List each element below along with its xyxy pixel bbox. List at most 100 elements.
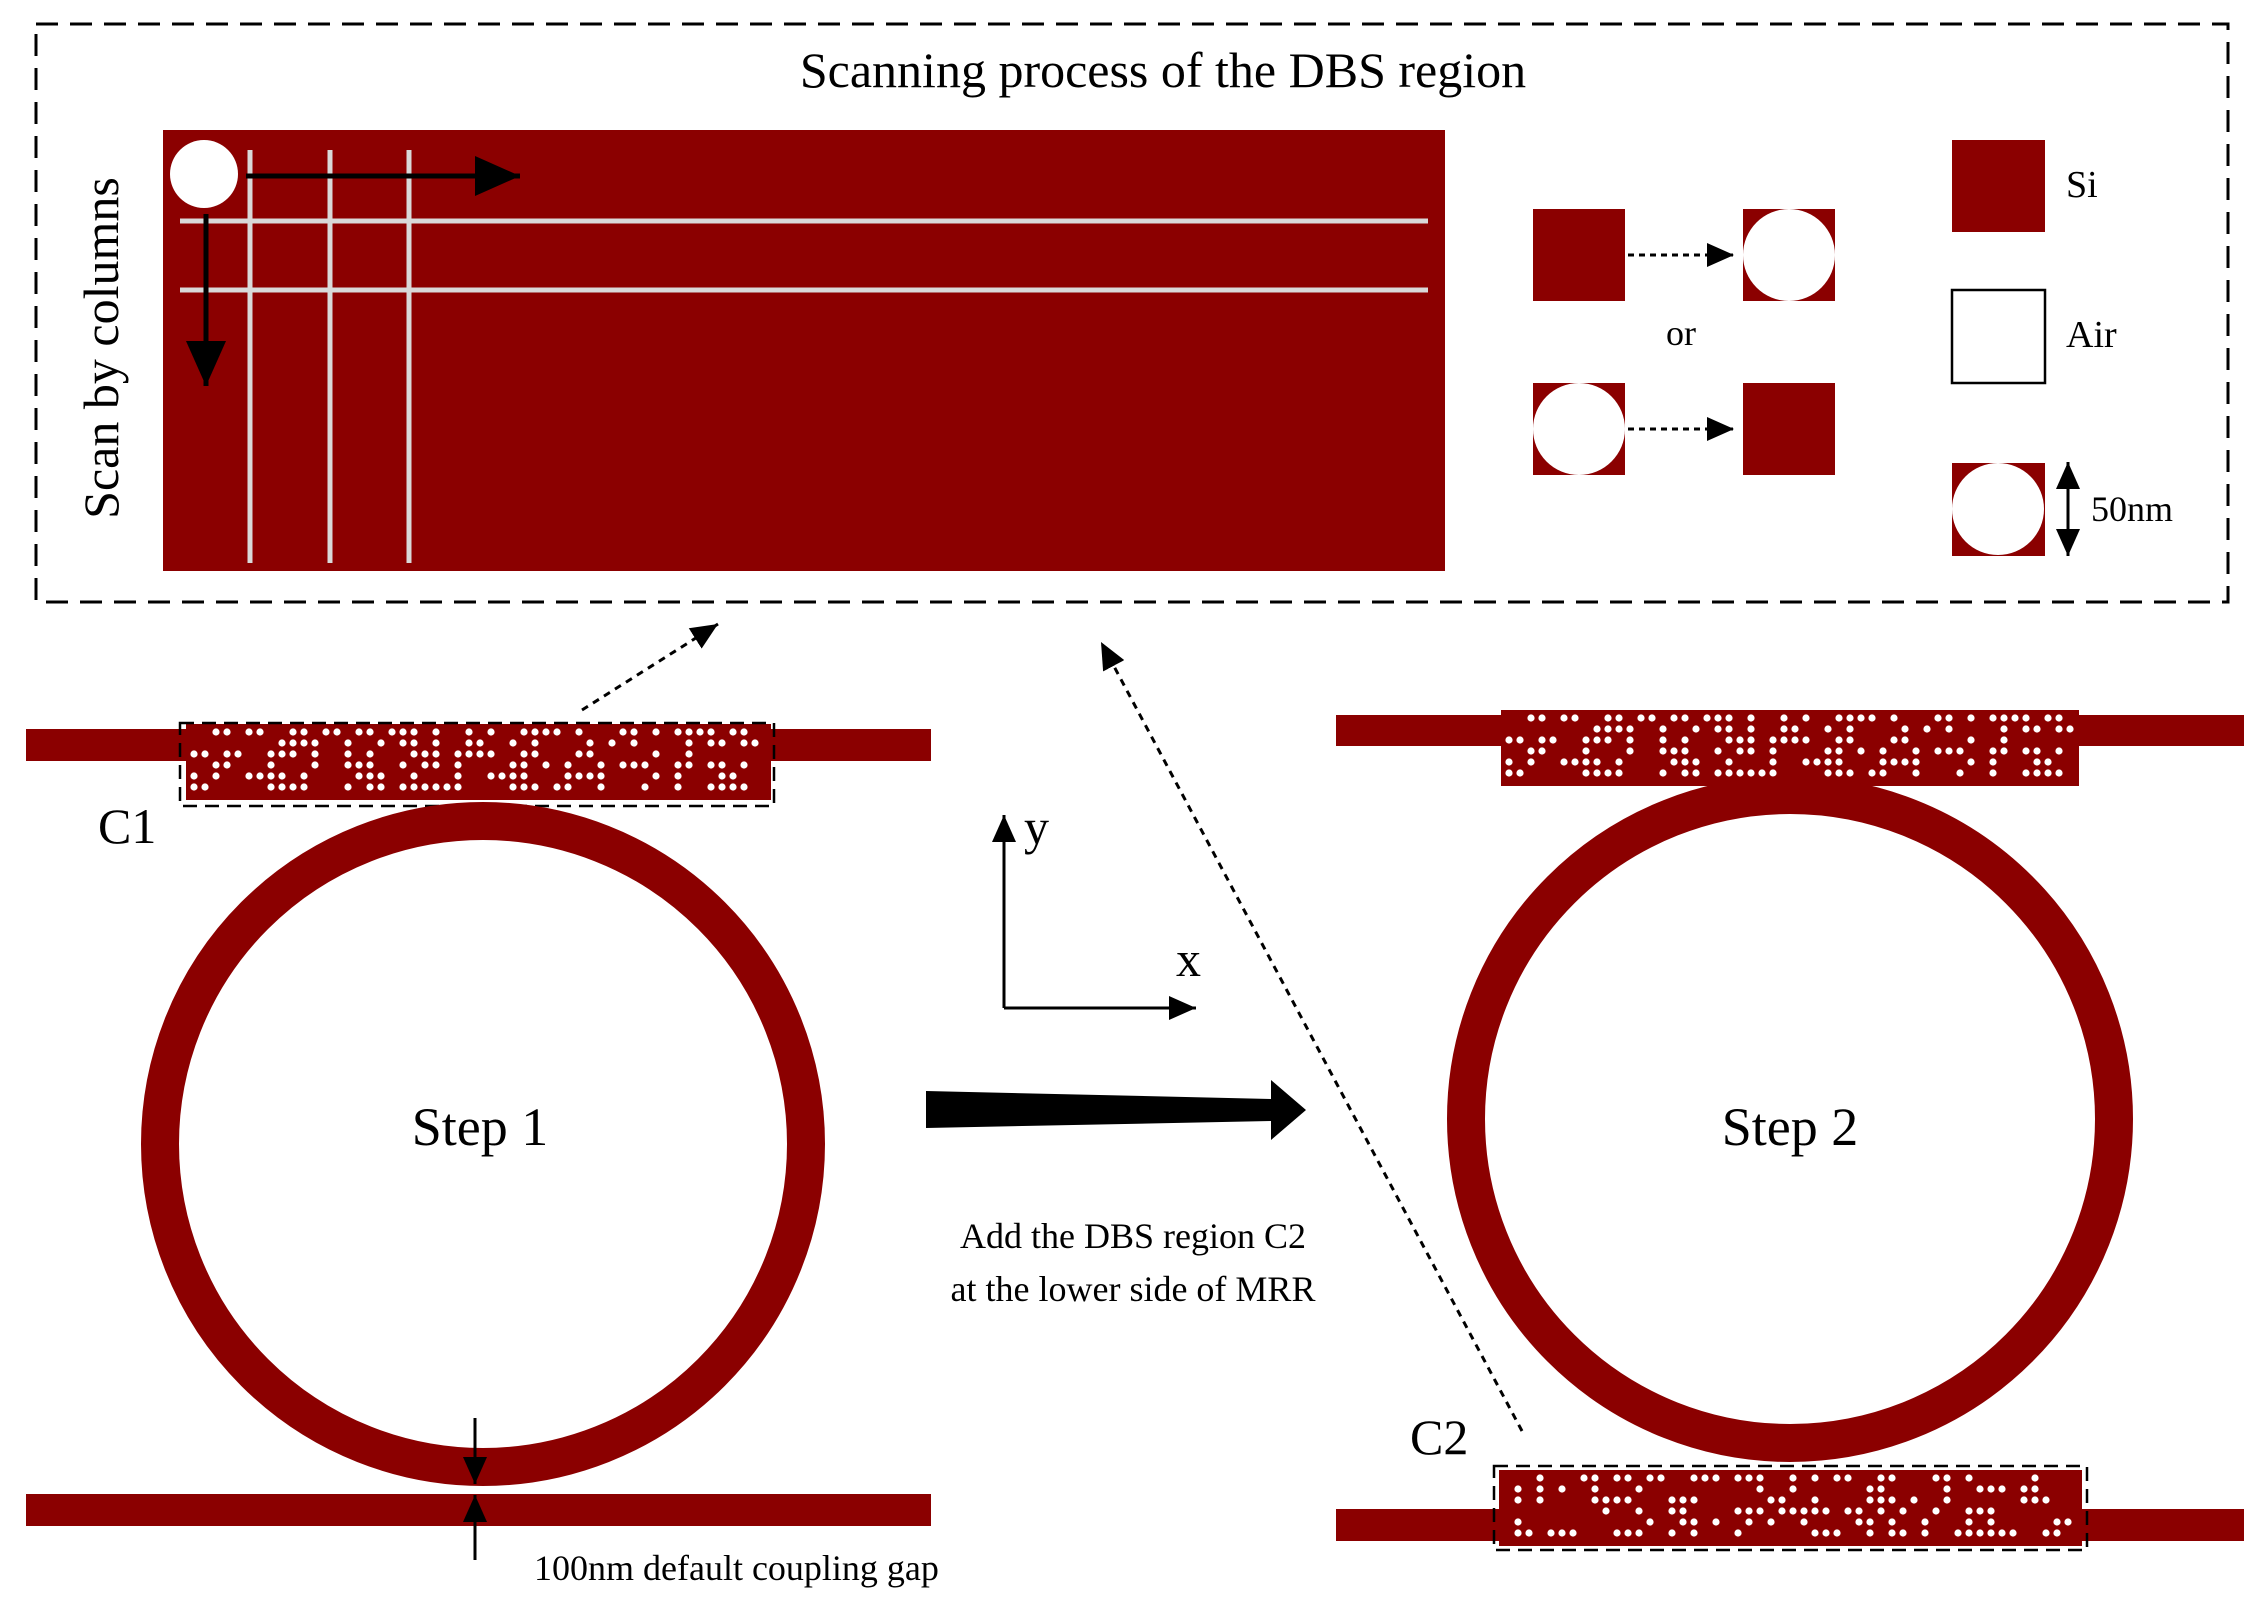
dbs-hole bbox=[740, 728, 748, 736]
legend-air-swatch bbox=[1950, 288, 2047, 385]
dbs-hole bbox=[1888, 1496, 1896, 1504]
dbs-hole bbox=[1681, 769, 1689, 777]
dbs-hole bbox=[1890, 736, 1898, 744]
dbs-hole bbox=[1811, 1496, 1819, 1504]
dbs-hole bbox=[1756, 1474, 1764, 1482]
dbs-hole bbox=[630, 728, 638, 736]
dbs-hole bbox=[1987, 1529, 1995, 1537]
step2-ring-resonator bbox=[1447, 776, 2133, 1462]
si-pixel-example-2 bbox=[1743, 383, 1835, 475]
dbs-hole bbox=[1901, 758, 1909, 766]
dbs-hole bbox=[1791, 725, 1799, 733]
dbs-hole bbox=[1580, 1474, 1588, 1482]
dbs-hole bbox=[586, 750, 594, 758]
dbs-hole bbox=[1591, 1474, 1599, 1482]
dbs-hole bbox=[1802, 714, 1810, 722]
dbs-hole bbox=[366, 783, 374, 791]
dbs-hole bbox=[190, 750, 198, 758]
dbs-hole bbox=[531, 750, 539, 758]
dbs-hole bbox=[1800, 1518, 1808, 1526]
dbs-hole bbox=[1868, 769, 1876, 777]
dbs-hole bbox=[1712, 1518, 1720, 1526]
dbs-hole bbox=[696, 728, 704, 736]
dbs-hole bbox=[2044, 714, 2052, 722]
dbs-hole bbox=[432, 783, 440, 791]
dbs-hole bbox=[740, 783, 748, 791]
dbs-hole bbox=[1538, 736, 1546, 744]
dbs-hole bbox=[1811, 1529, 1819, 1537]
dbs-hole bbox=[300, 783, 308, 791]
dbs-hole bbox=[1956, 747, 1964, 755]
dbs-hole bbox=[542, 728, 550, 736]
dbs-hole bbox=[685, 739, 693, 747]
dbs-hole bbox=[487, 772, 495, 780]
dbs-hole bbox=[2053, 1518, 2061, 1526]
dbs-hole bbox=[1780, 725, 1788, 733]
dbs-hole bbox=[1857, 714, 1865, 722]
x-axis-label: x bbox=[1176, 931, 1201, 987]
dbs-hole bbox=[267, 750, 275, 758]
scan-grid-lines bbox=[180, 150, 1428, 563]
dbs-hole bbox=[2055, 747, 2063, 755]
dbs-hole bbox=[652, 750, 660, 758]
dbs-hole bbox=[2022, 714, 2030, 722]
dbs-hole bbox=[311, 761, 319, 769]
air-hole-example bbox=[1743, 209, 1835, 301]
dbs-hole bbox=[2000, 714, 2008, 722]
dbs-hole bbox=[1866, 1518, 1874, 1526]
dbs-hole bbox=[454, 750, 462, 758]
dbs-hole bbox=[1866, 1485, 1874, 1493]
dbs-hole bbox=[1712, 1474, 1720, 1482]
dbs-hole bbox=[1626, 725, 1634, 733]
dbs-hole bbox=[1846, 736, 1854, 744]
dbs-hole bbox=[421, 761, 429, 769]
legend-size-label: 50nm bbox=[2091, 489, 2173, 529]
dbs-hole bbox=[718, 783, 726, 791]
dbs-hole bbox=[201, 750, 209, 758]
dbs-hole bbox=[1593, 736, 1601, 744]
dbs-hole bbox=[1857, 747, 1865, 755]
dbs-hole bbox=[1571, 714, 1579, 722]
dbs-hole bbox=[1725, 769, 1733, 777]
dbs-hole bbox=[718, 739, 726, 747]
dbs-hole bbox=[1602, 1507, 1610, 1515]
dbs-hole bbox=[751, 739, 759, 747]
dbs-hole bbox=[1725, 758, 1733, 766]
dbs-hole bbox=[1648, 714, 1656, 722]
dbs-hole bbox=[1811, 1474, 1819, 1482]
dbs-hole bbox=[1822, 1507, 1830, 1515]
dbs-hole bbox=[1846, 714, 1854, 722]
dbs-hole bbox=[1536, 1474, 1544, 1482]
dbs-hole bbox=[311, 739, 319, 747]
dbs-hole bbox=[553, 728, 561, 736]
dbs-hole bbox=[1725, 714, 1733, 722]
dbs-hole bbox=[399, 761, 407, 769]
dbs-hole bbox=[1681, 714, 1689, 722]
dbs-hole bbox=[267, 783, 275, 791]
dbs-hole bbox=[1866, 1496, 1874, 1504]
dbs-hole bbox=[520, 772, 528, 780]
scan-panel-title: Scanning process of the DBS region bbox=[800, 42, 1526, 98]
dbs-hole bbox=[190, 772, 198, 780]
dbs-hole bbox=[1692, 758, 1700, 766]
dbs-hole bbox=[1890, 758, 1898, 766]
dbs-hole bbox=[1745, 1474, 1753, 1482]
callout-arrow-c2 bbox=[1099, 641, 1524, 1432]
dbs-hole bbox=[1569, 1529, 1577, 1537]
dbs-hole bbox=[2011, 714, 2019, 722]
dbs-hole bbox=[1800, 1507, 1808, 1515]
dbs-hole bbox=[1626, 747, 1634, 755]
dbs-hole bbox=[1582, 758, 1590, 766]
dbs-hole bbox=[1560, 714, 1568, 722]
dbs-hole bbox=[707, 761, 715, 769]
dbs-hole bbox=[421, 750, 429, 758]
dbs-hole bbox=[1943, 1485, 1951, 1493]
dbs-hole bbox=[465, 750, 473, 758]
dbs-hole bbox=[1582, 747, 1590, 755]
dbs-hole bbox=[707, 739, 715, 747]
dbs-hole bbox=[1789, 1507, 1797, 1515]
dbs-hole bbox=[355, 761, 363, 769]
dbs-hole bbox=[2000, 725, 2008, 733]
dbs-hole bbox=[1780, 714, 1788, 722]
